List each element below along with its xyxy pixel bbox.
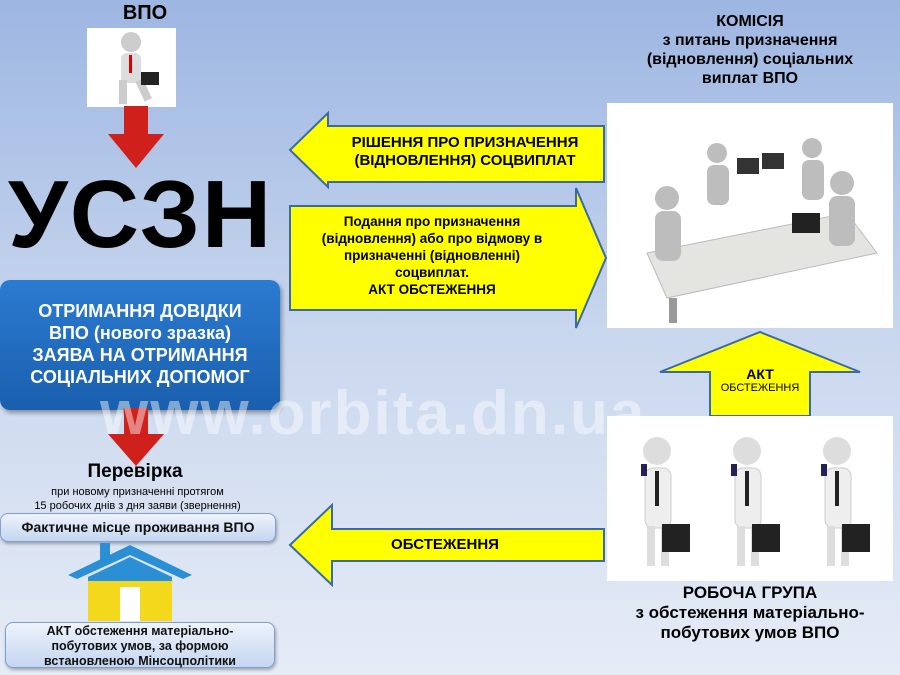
check-title: Перевірка [87, 461, 183, 482]
blue-box-line: ОТРИМАННЯ ДОВІДКИ [38, 301, 242, 321]
commission-meeting-image [607, 103, 893, 328]
inspection-text: ОБСТЕЖЕННЯ [391, 536, 499, 553]
down-arrow-icon [108, 106, 164, 168]
residence-box: Фактичне місце проживання ВПО [0, 513, 276, 542]
house-icon [68, 543, 192, 621]
decision-text: РІШЕННЯ ПРО ПРИЗНАЧЕННЯ(ВІДНОВЛЕННЯ) СОЦ… [351, 134, 579, 169]
blue-box-line: СОЦІАЛЬНИХ ДОПОМОГ [30, 367, 250, 387]
act-box: АКТ обстеження матеріально-побутових умо… [5, 622, 275, 668]
left-arrow-decision [288, 110, 605, 190]
up-arrow-act [659, 330, 861, 417]
work-group-image [607, 416, 893, 581]
submission-text: Подання про призначення(відновлення) або… [321, 214, 543, 297]
blue-box-line: ЗАЯВА НА ОТРИМАННЯ [32, 345, 248, 365]
blue-box-line: ВПО (нового зразка) [48, 323, 231, 343]
vpo-label: ВПО [122, 2, 168, 24]
uszn-label: УСЗН [8, 161, 274, 268]
businessman-image [87, 28, 176, 107]
left-arrow-inspection [288, 503, 605, 587]
down-arrow-icon [108, 408, 164, 466]
right-arrow-submission [289, 187, 608, 329]
